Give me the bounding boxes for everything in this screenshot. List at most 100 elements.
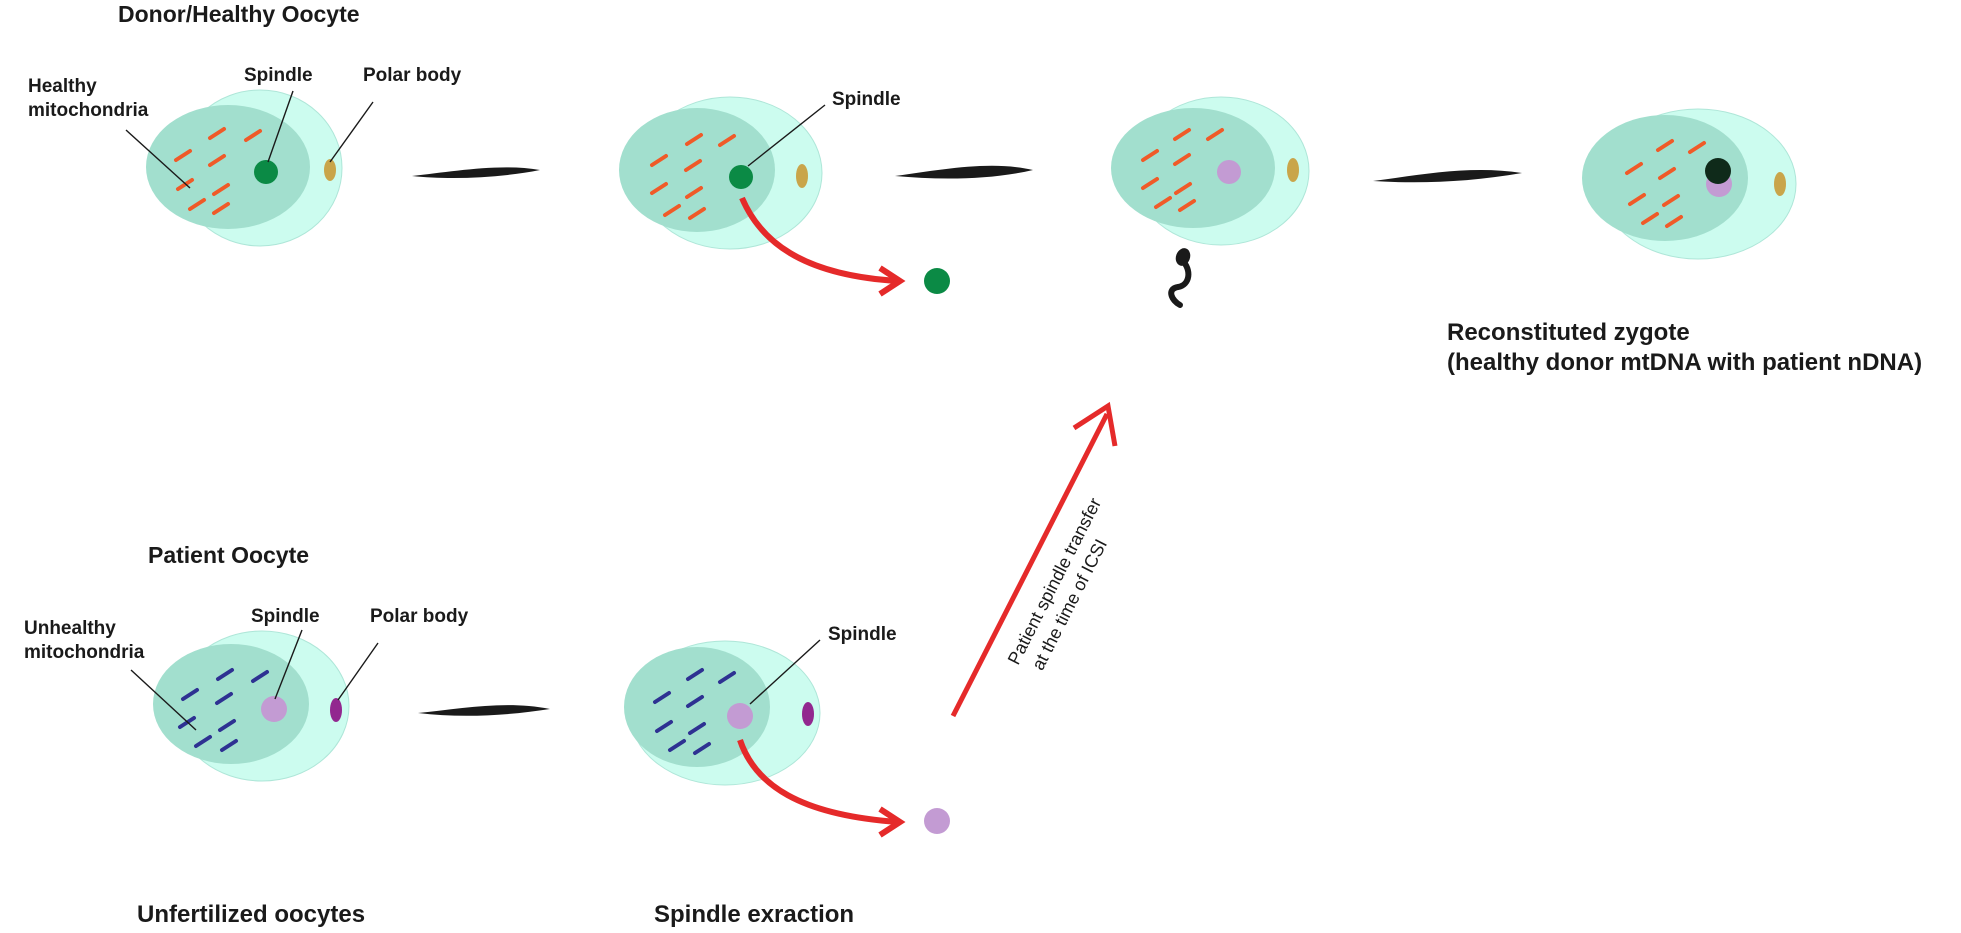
leader-line	[747, 104, 826, 167]
process-arrow-icon	[1373, 170, 1522, 183]
donor-polar-body	[1774, 172, 1786, 196]
healthy-mitochondrion	[688, 207, 706, 220]
healthy-mitochondrion	[1662, 194, 1680, 207]
cytoplasm	[146, 105, 310, 229]
healthy-mitochondrion	[1625, 162, 1643, 175]
leader-line	[329, 101, 374, 163]
healthy-mitochondrion	[1178, 199, 1196, 212]
unhealthy-mitochondrion	[686, 695, 704, 708]
healthy-mitochondrion	[1665, 215, 1683, 228]
patient-oocyte-1	[153, 630, 350, 782]
unhealthy-mito-label-2: mitochondria	[24, 642, 145, 663]
healthy-mitochondrion	[1173, 153, 1191, 166]
healthy-mitochondrion	[244, 129, 262, 142]
healthy-mitochondria-group	[174, 127, 262, 215]
donor-title: Donor/Healthy Oocyte	[118, 1, 360, 27]
unhealthy-mitochondrion	[215, 692, 233, 705]
unhealthy-mitochondrion	[220, 739, 238, 752]
spindle-label: Spindle	[244, 65, 313, 86]
leader-line	[267, 90, 294, 163]
sperm-icon	[1168, 248, 1192, 308]
healthy-mitochondrion	[1658, 167, 1676, 180]
caption-extraction: Spindle exraction	[654, 901, 854, 928]
healthy-mitochondrion	[650, 154, 668, 167]
patient-oocyte-2	[624, 640, 821, 786]
healthy-mitochondrion	[176, 178, 194, 191]
leader-line	[125, 129, 191, 189]
healthy-mitochondrion	[208, 127, 226, 140]
spindle-transfer-arrow	[950, 412, 1110, 718]
healthy-mitochondrion	[718, 134, 736, 147]
leader-line	[274, 629, 303, 700]
unhealthy-mitochondrion	[251, 670, 269, 683]
unhealthy-mitochondrion	[693, 742, 711, 755]
reconstituted-zygote	[1582, 108, 1797, 260]
unhealthy-mitochondrion	[686, 668, 704, 681]
unhealthy-mitochondrion	[668, 739, 686, 752]
extracted-donor-spindle	[924, 268, 950, 294]
polar-body-label: Polar body	[363, 65, 462, 86]
healthy-mitochondrion	[1141, 177, 1159, 190]
healthy-mito-label-1: Healthy	[28, 76, 97, 97]
caption-unfertilized: Unfertilized oocytes	[137, 901, 365, 928]
healthy-mitochondria-group	[650, 133, 736, 220]
process-arrow-icon	[418, 705, 550, 716]
polar-body-label: Polar body	[370, 606, 469, 627]
arrowhead-icon	[878, 265, 906, 297]
healthy-mitochondrion	[1154, 196, 1172, 209]
patient-spindle	[261, 696, 287, 722]
unhealthy-mitochondrion	[653, 691, 671, 704]
healthy-mitochondrion	[208, 154, 226, 167]
patient-polar-body	[330, 698, 342, 722]
cytoplasm	[619, 108, 775, 232]
cytoplasm	[1582, 115, 1748, 241]
extraction-arrow	[739, 196, 899, 284]
arrowhead-icon	[878, 806, 906, 838]
healthy-mitochondrion	[1628, 193, 1646, 206]
unhealthy-mitochondrion	[718, 671, 736, 684]
process-arrow-icon	[895, 165, 1033, 179]
healthy-mitochondrion	[212, 183, 230, 196]
donor-polar-body	[796, 164, 808, 188]
healthy-mitochondrion	[685, 186, 703, 199]
leader-line	[749, 639, 821, 705]
unhealthy-mitochondria-group	[653, 668, 736, 755]
zygote-caption-2: (healthy donor mtDNA with patient nDNA)	[1447, 349, 1922, 376]
spindle-label: Spindle	[832, 89, 901, 110]
donor-spindle	[729, 165, 753, 189]
unhealthy-mito-label-1: Unhealthy	[24, 618, 116, 639]
unhealthy-mitochondrion	[216, 668, 234, 681]
healthy-mitochondrion	[1656, 139, 1674, 152]
zygote-caption-1: Reconstituted zygote	[1447, 319, 1690, 346]
unhealthy-mitochondrion	[218, 719, 236, 732]
healthy-mito-label-2: mitochondria	[28, 100, 149, 121]
healthy-mitochondrion	[1641, 212, 1659, 225]
arrowhead-icon	[1072, 401, 1118, 447]
patient-polar-body	[802, 702, 814, 726]
healthy-mitochondrion	[663, 204, 681, 217]
unhealthy-mitochondrion	[688, 722, 706, 735]
donor-oocyte-2	[619, 96, 823, 250]
healthy-mitochondrion	[1141, 149, 1159, 162]
healthy-mitochondria-group	[1625, 139, 1706, 228]
healthy-mitochondrion	[685, 133, 703, 146]
donor-nucleus	[1705, 158, 1731, 184]
healthy-mitochondrion	[650, 182, 668, 195]
healthy-mitochondrion	[1688, 141, 1706, 154]
donor-polar-body	[324, 159, 336, 181]
leader-line	[130, 669, 197, 731]
extracted-patient-spindle	[924, 808, 950, 834]
transfer-label: Patient spindle transfer at the time of …	[1004, 495, 1111, 674]
healthy-mitochondrion	[684, 159, 702, 172]
extraction-arrow	[737, 739, 899, 825]
patient-title: Patient Oocyte	[148, 542, 309, 568]
healthy-mitochondrion	[1206, 128, 1224, 141]
unhealthy-mitochondrion	[194, 735, 212, 748]
donor-oocyte-1	[146, 89, 343, 247]
leader-line	[337, 642, 379, 701]
unhealthy-mitochondrion	[655, 720, 673, 733]
healthy-mitochondrion	[188, 198, 206, 211]
patient-spindle	[1217, 160, 1241, 184]
cytoplasm	[153, 644, 309, 764]
